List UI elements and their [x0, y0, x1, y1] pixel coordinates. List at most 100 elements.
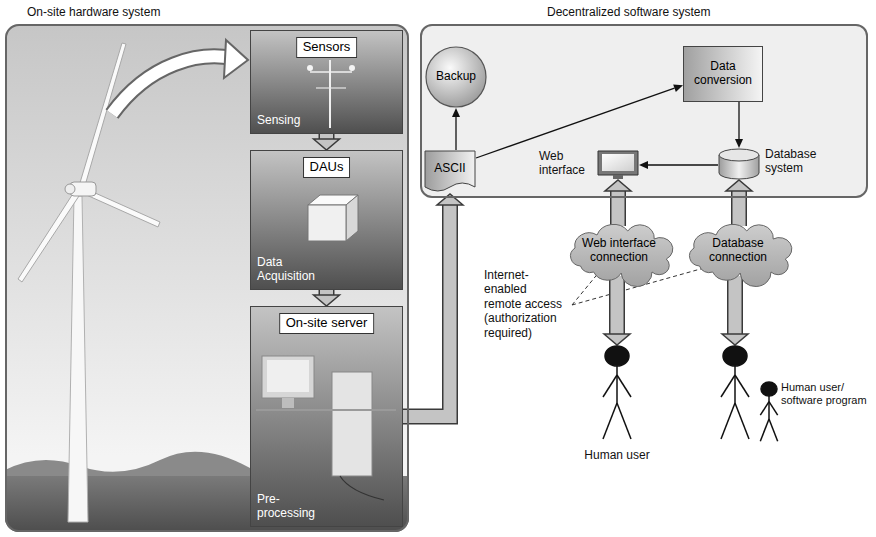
monitor-icon: Web interface: [597, 150, 639, 180]
sensor-photo: [307, 65, 313, 71]
sensor-photo: [329, 60, 331, 128]
node-label: Database connection: [697, 237, 779, 265]
server-photo: [262, 356, 314, 398]
node-label: Web interface connection: [578, 237, 660, 265]
node-shape: [426, 47, 486, 107]
node-shape: [769, 402, 778, 416]
node-label: Sensors: [296, 37, 358, 58]
pointer-arrow: [224, 40, 248, 78]
connector-path: [726, 180, 752, 191]
photo-inset: On-site serverPre-processing: [250, 306, 403, 527]
user-figure: Human user/ software program: [715, 345, 755, 441]
connector-path: [314, 295, 340, 306]
pointer-arrow: [112, 40, 248, 114]
panel-ground: [420, 24, 868, 198]
node-label: DAUs: [303, 157, 351, 178]
connector-path: [609, 276, 625, 334]
node-label: Data conversion: [690, 60, 756, 88]
leader-line: [572, 271, 600, 305]
node-shape: [734, 366, 736, 403]
node-shape: [425, 151, 475, 191]
node-shape: [768, 396, 770, 419]
connector-path: [437, 194, 463, 205]
node-shape: [719, 149, 759, 161]
node-shape: [760, 382, 777, 441]
node-label: Backup: [436, 70, 476, 84]
node-shape: [616, 366, 618, 403]
connector-path: [452, 108, 460, 117]
dau-photo: [346, 195, 358, 241]
annotation-note: Internet-enabled remote access (authoriz…: [484, 268, 566, 340]
connector-path: [455, 117, 456, 150]
flow-arrow: [639, 161, 718, 169]
node-shape: [721, 346, 749, 439]
block-arrow: [722, 276, 748, 345]
node-shape: [603, 346, 631, 439]
connector-path: [729, 276, 742, 334]
dau-photo: [308, 205, 346, 241]
node-shape: [718, 148, 760, 180]
connector-path: [639, 161, 648, 169]
block-arrow: [605, 180, 631, 226]
wind-turbine-photo: [18, 192, 79, 282]
pointer-arrow: [112, 56, 232, 114]
wind-turbine-photo: [65, 184, 75, 194]
server-photo: [256, 409, 396, 411]
panel-heading: On-site hardware system: [27, 6, 160, 20]
photo-caption: Sensing: [257, 114, 300, 128]
node-shape: [735, 375, 749, 397]
node-shape: [760, 402, 769, 416]
block-arrow: [726, 180, 752, 226]
block-arrow: [403, 194, 463, 417]
system-panel: BackupData conversionASCIIWeb interfaceD…: [420, 24, 868, 198]
flow-arrow: [735, 102, 743, 148]
sensor-photo: [250, 30, 403, 134]
node-label: Human user: [584, 449, 649, 463]
document-shape: ASCII: [424, 150, 476, 194]
wind-turbine-photo: [68, 196, 88, 522]
connector-path: [403, 205, 450, 417]
node-shape: [721, 403, 735, 439]
connector-path: [738, 102, 739, 139]
sensor-photo: [310, 71, 352, 73]
dau-photo: [250, 150, 403, 290]
connector-path: [403, 205, 450, 417]
flow-arrow: [452, 108, 460, 150]
block-arrow: [314, 290, 340, 306]
connector-path: [604, 334, 630, 345]
sensor-photo: [316, 87, 346, 88]
node-shape: [571, 224, 673, 286]
server-photo: [250, 306, 403, 527]
connector-path: [476, 88, 675, 158]
node-shape: [761, 382, 777, 396]
node-shape: [603, 403, 617, 439]
node-shape: [603, 375, 617, 397]
server-photo: [340, 476, 384, 500]
connector-path: [722, 334, 748, 345]
node-shape: [690, 224, 792, 286]
node-shape: [617, 375, 631, 397]
network-cloud: Database connection: [683, 226, 793, 276]
photo-inset: DAUsData Acquisition: [250, 150, 403, 290]
dau-photo: [250, 150, 403, 290]
flow-arrow: [476, 84, 683, 158]
sensor-photo: [250, 30, 403, 134]
node-shape: [605, 346, 629, 366]
node-shape: [617, 403, 631, 439]
node-shape: [613, 175, 623, 179]
node-label: Human user/ software program: [781, 381, 869, 406]
connector-path: [735, 139, 743, 148]
server-photo: [267, 360, 309, 392]
process-box: Data conversion: [683, 46, 763, 102]
connector-path: [314, 139, 340, 150]
photo-caption: Data Acquisition: [257, 256, 327, 284]
connector-path: [727, 276, 743, 334]
node-shape: [598, 151, 638, 175]
sensor-photo: [349, 65, 355, 71]
block-arrow: [604, 276, 630, 345]
pointer-arrow: [112, 56, 232, 114]
user-figure: Human user: [597, 345, 637, 441]
node-shape: [597, 150, 639, 180]
photo-inset: SensorsSensing: [250, 30, 403, 134]
panel-heading: Decentralized software system: [547, 6, 710, 20]
